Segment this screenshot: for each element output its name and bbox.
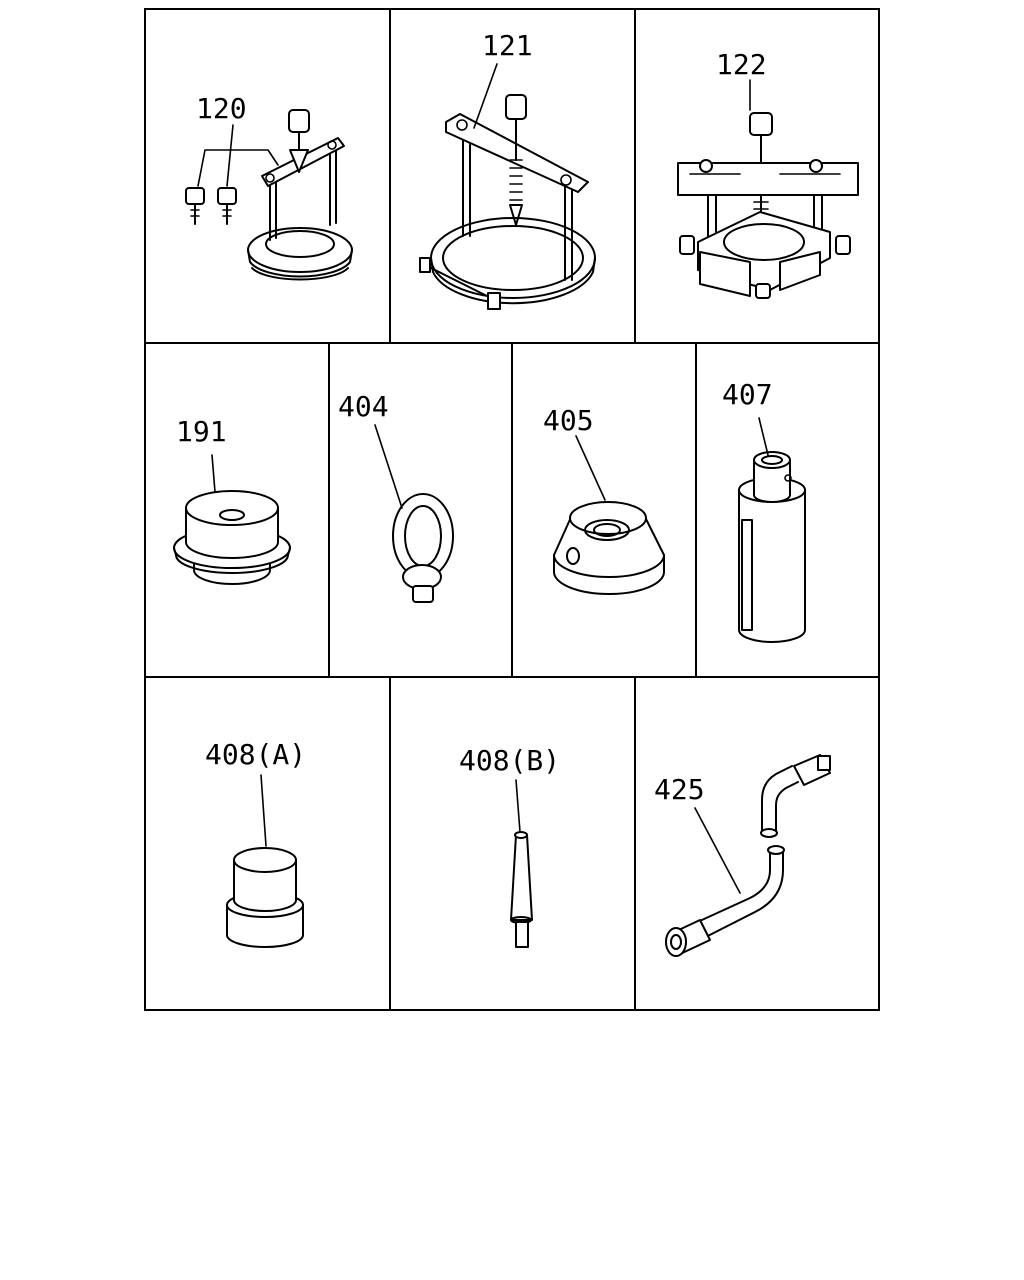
label-405: 405: [543, 404, 594, 437]
tool-408b-pin-drawing: [510, 779, 533, 948]
label-425: 425: [654, 773, 705, 806]
tool-408a-driver-drawing: [226, 774, 304, 948]
tool-407-sleeve-tool-drawing: [738, 417, 806, 643]
label-408b: 408(B): [459, 744, 560, 777]
label-407: 407: [722, 378, 773, 411]
grid-frame: [144, 8, 880, 1011]
label-404: 404: [338, 390, 389, 423]
tool-121-puller-drawing: [419, 63, 596, 310]
label-122: 122: [716, 48, 767, 81]
tool-191-installer-drawing: [173, 454, 291, 585]
label-121: 121: [482, 29, 533, 62]
label-191: 191: [176, 415, 227, 448]
label-120: 120: [196, 92, 247, 125]
tool-425-wrench-drawing: [665, 754, 831, 957]
tool-120-puller-drawing: [185, 109, 353, 281]
tool-122-bearing-splitter-drawing: [677, 79, 859, 299]
tool-405-cone-adapter-drawing: [553, 435, 665, 595]
tool-404-eye-bolt-drawing: [374, 424, 454, 603]
label-408a: 408(A): [205, 738, 306, 771]
